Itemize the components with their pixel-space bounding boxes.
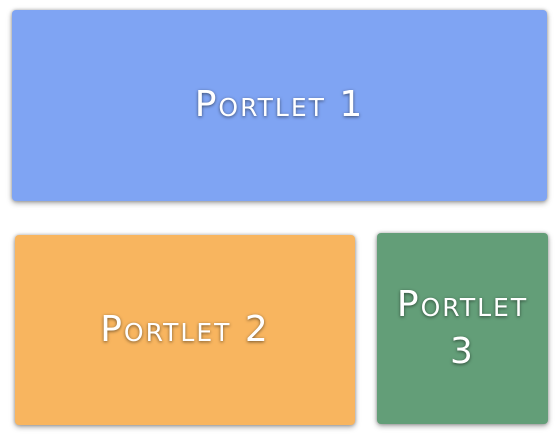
- portlet-1[interactable]: Portlet 1: [12, 10, 547, 201]
- portlet-3[interactable]: Portlet 3: [377, 233, 548, 424]
- portlet-1-title: Portlet 1: [194, 84, 365, 126]
- portlet-2[interactable]: Portlet 2: [15, 235, 355, 425]
- portlet-3-title: Portlet 3: [396, 283, 529, 372]
- portlet-2-title: Portlet 2: [100, 308, 270, 350]
